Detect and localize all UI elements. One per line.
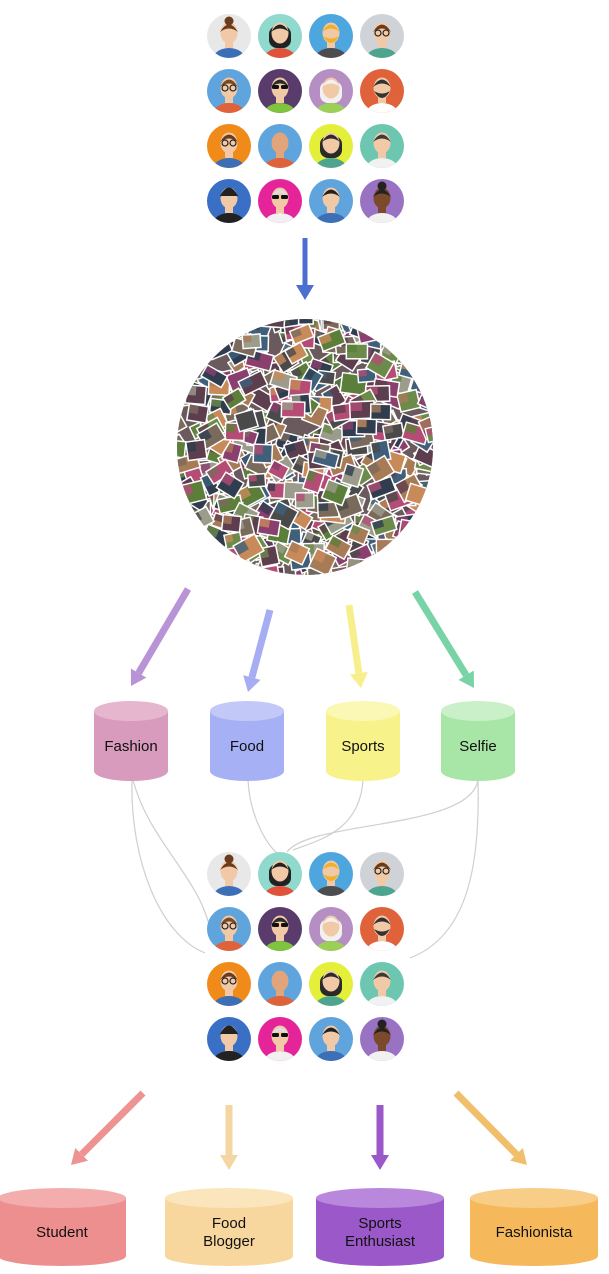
connector-line [131, 779, 206, 954]
avatar-old-woman-pink-icon [258, 179, 302, 223]
avatar-man-bowtie-icon [360, 907, 404, 951]
persona-sports-enthusiast-cylinder-label: Sports [358, 1215, 401, 1232]
photo-collage-sphere [177, 319, 433, 575]
user-avatar-grid-top [207, 14, 404, 223]
interest-selfie-cylinder: Selfie [441, 701, 515, 781]
persona-arrow-icon [453, 1090, 527, 1165]
avatar-old-woman-icon [309, 69, 353, 113]
persona-student-cylinder: Student [0, 1188, 126, 1266]
avatar-woman-dark-icon [360, 1017, 404, 1061]
connector-line [292, 779, 364, 851]
avatar-woman-sunglasses-icon [258, 907, 302, 951]
interest-arrow-icon [345, 604, 368, 688]
avatar-woman-sunglasses-icon [258, 69, 302, 113]
interest-food-cylinder-label: Food [230, 738, 264, 755]
persona-student-cylinder-label: Student [36, 1224, 89, 1241]
down-arrow-icon [296, 238, 314, 300]
user-avatar-grid-bottom [207, 852, 404, 1061]
avatar-woman-long-hair-icon [258, 14, 302, 58]
persona-fashionista-cylinder: Fashionista [470, 1188, 598, 1266]
avatar-man-quiff-icon [309, 179, 353, 223]
interest-arrow-icon [243, 609, 274, 692]
avatar-woman-long-hair-icon [258, 852, 302, 896]
persona-food-blogger-cylinder-label: Food [212, 1215, 246, 1232]
interest-sports-cylinder: Sports [326, 701, 400, 781]
persona-sports-enthusiast-cylinder-label: Enthusiast [345, 1233, 416, 1250]
avatar-man-glasses-orange-icon [207, 962, 251, 1006]
persona-arrow-icon [71, 1090, 146, 1165]
avatar-man-bowtie-icon [360, 69, 404, 113]
interest-selfie-cylinder-label: Selfie [459, 738, 497, 755]
avatar-woman-green-icon [309, 124, 353, 168]
connector-line [132, 779, 213, 941]
avatar-man-glasses-gray-icon [360, 852, 404, 896]
avatar-woman-bun-icon [207, 14, 251, 58]
avatar-bald-man-icon [258, 962, 302, 1006]
interest-sports-cylinder-label: Sports [341, 738, 384, 755]
avatar-man-teal-icon [360, 124, 404, 168]
avatar-old-woman-icon [309, 907, 353, 951]
avatar-man-beanie-icon [207, 179, 251, 223]
interest-arrow-icon [130, 587, 192, 686]
connector-line [247, 779, 281, 856]
avatar-woman-dark-icon [360, 179, 404, 223]
avatar-man-glasses-blue-icon [207, 907, 251, 951]
connector-line [409, 779, 479, 959]
interest-fashion-cylinder-label: Fashion [104, 738, 157, 755]
avatar-man-teal-icon [360, 962, 404, 1006]
interest-fashion-cylinder: Fashion [94, 701, 168, 781]
avatar-man-beard-icon [309, 14, 353, 58]
connector-line [286, 779, 479, 853]
avatar-bald-man-icon [258, 124, 302, 168]
avatar-man-beanie-icon [207, 1017, 251, 1061]
persona-fashionista-cylinder-label: Fashionista [496, 1224, 573, 1241]
persona-arrow-icon [371, 1105, 389, 1170]
persona-food-blogger-cylinder-label: Blogger [203, 1233, 255, 1250]
avatar-man-quiff-icon [309, 1017, 353, 1061]
avatar-woman-bun-icon [207, 852, 251, 896]
avatar-man-glasses-blue-icon [207, 69, 251, 113]
persona-arrow-icon [220, 1105, 238, 1170]
avatar-old-woman-pink-icon [258, 1017, 302, 1061]
avatar-man-glasses-gray-icon [360, 14, 404, 58]
avatar-woman-green-icon [309, 962, 353, 1006]
avatar-man-glasses-orange-icon [207, 124, 251, 168]
interest-food-cylinder: Food [210, 701, 284, 781]
interest-arrow-icon [412, 590, 474, 688]
avatar-man-beard-icon [309, 852, 353, 896]
